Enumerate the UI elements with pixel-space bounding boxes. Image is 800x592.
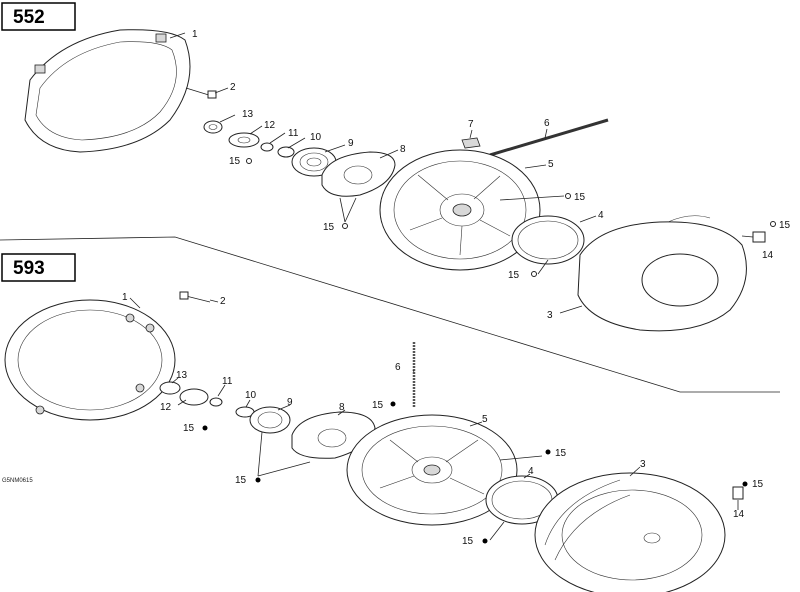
label-552-11: 11 [288, 128, 299, 139]
section-552: 552 [1, 2, 791, 332]
label-552-12: 12 [264, 120, 276, 131]
label-552-6: 6 [544, 118, 550, 129]
label-593-13: 13 [176, 370, 188, 381]
label-552-10: 10 [310, 132, 322, 143]
section-divider [0, 236, 780, 393]
part-1-housing-ring [24, 29, 191, 153]
part-8-cover-plate [321, 151, 396, 197]
section-593-title: 593 [13, 258, 45, 279]
label-552-15c: 15 [323, 222, 335, 233]
label-593-9: 9 [287, 397, 293, 408]
label-552-1: 1 [192, 29, 198, 40]
label-593-4: 4 [528, 466, 534, 477]
label-593-15f: 15 [462, 536, 474, 547]
part-3-starter-cover-593 [534, 472, 726, 592]
label-552-15a: 15 [229, 156, 241, 167]
label-552-5: 5 [548, 159, 554, 170]
label-593-14: 14 [733, 509, 745, 520]
label-552-8: 8 [400, 144, 406, 155]
part-12-plate [228, 132, 260, 148]
part-2-bolt [185, 87, 217, 99]
label-593-11: 11 [222, 376, 233, 387]
label-593-15e: 15 [235, 475, 247, 486]
label-552-9: 9 [348, 138, 354, 149]
label-593-12: 12 [160, 402, 172, 413]
label-593-5: 5 [482, 414, 488, 425]
label-593-2: 2 [220, 296, 226, 307]
part-6-rope [489, 118, 609, 157]
label-593-15a: 15 [372, 400, 384, 411]
section-593-label-box [1, 253, 76, 282]
label-593-15c: 15 [752, 479, 764, 490]
label-552-15b: 15 [574, 192, 586, 203]
section-552-label-box [1, 2, 76, 31]
part-13-washer-593 [159, 381, 181, 395]
drawing-code: G5NM0615 [2, 478, 33, 484]
part-10-disc [277, 146, 295, 158]
part-9-spring-593 [249, 406, 291, 434]
part-14-bolt-593 [732, 486, 744, 500]
label-593-15b: 15 [555, 448, 567, 459]
label-552-13: 13 [242, 109, 254, 120]
label-593-1: 1 [122, 292, 128, 303]
part-12-plate-593 [179, 388, 209, 406]
label-593-3: 3 [640, 459, 646, 470]
part-11-ring-593 [209, 397, 223, 407]
label-593-6: 6 [395, 362, 401, 373]
label-552-14: 14 [762, 250, 774, 261]
label-552-7: 7 [468, 119, 474, 130]
section-593: 5 9 3 [1, 253, 764, 592]
part-4-seal [511, 215, 585, 265]
part-5-pulley-593 [346, 414, 518, 526]
label-552-15d: 15 [508, 270, 520, 281]
part-3-starter-cover [577, 215, 747, 332]
section-552-title: 552 [13, 7, 45, 28]
label-552-3: 3 [547, 310, 553, 321]
label-593-10: 10 [245, 390, 257, 401]
part-14-bolt [741, 231, 766, 243]
label-552-2: 2 [230, 82, 236, 93]
part-1-housing-ring-593 [4, 299, 176, 421]
label-593-8: 8 [339, 402, 345, 413]
part-5-pulley [379, 149, 541, 271]
label-552-15e: 15 [779, 220, 791, 231]
part-13-washer [203, 120, 223, 134]
part-8-cover-plate-593 [291, 411, 376, 459]
label-593-15d: 15 [183, 423, 195, 434]
label-552-4: 4 [598, 210, 604, 221]
part-11-ring [260, 142, 274, 152]
part-7-pin [461, 137, 481, 149]
part-2-bolt-593 [179, 291, 211, 303]
